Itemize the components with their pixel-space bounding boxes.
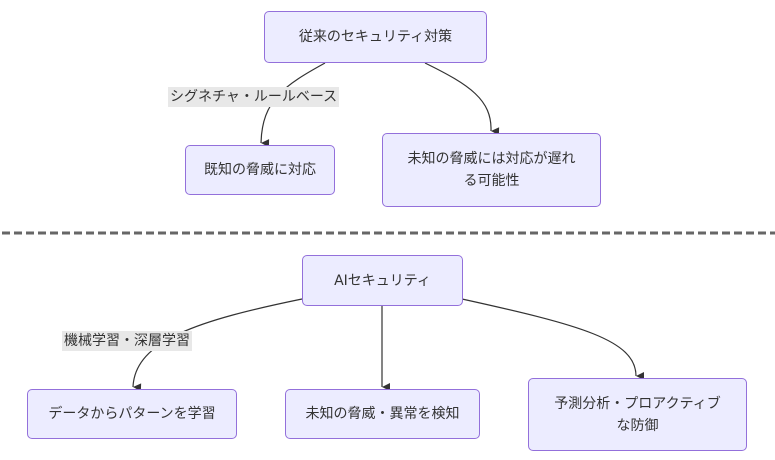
node-unknown-threats-delay-line2: る可能性 [463, 173, 520, 189]
node-proactive-defense-line1: 予測分析・プロアクティブ [554, 395, 721, 412]
edge-label-signature-rule: シグネチャ・ルールベース [168, 87, 340, 107]
node-detect-anomalies-label: 未知の脅威・異常を検知 [305, 406, 460, 422]
node-traditional-security-label: 従来のセキュリティ対策 [298, 29, 453, 45]
node-ai-security: AIセキュリティ [302, 255, 463, 306]
node-unknown-threats-delay-line1: 未知の脅威には対応が遅れ [407, 151, 576, 167]
edge-root-to-unknown [424, 62, 500, 136]
node-ai-security-label: AIセキュリティ [334, 272, 431, 289]
node-unknown-threats-delay: 未知の脅威には対応が遅れ る可能性 [382, 133, 601, 207]
node-proactive-defense: 予測分析・プロアクティブ な防御 [528, 378, 747, 451]
node-proactive-defense-line2: な防御 [616, 417, 659, 434]
node-known-threats-label: 既知の脅威に対応 [204, 162, 316, 178]
edge-label-machine-learning: 機械学習・深層学習 [62, 331, 192, 351]
node-traditional-security: 従来のセキュリティ対策 [264, 11, 487, 63]
node-known-threats: 既知の脅威に対応 [185, 145, 335, 195]
node-detect-anomalies: 未知の脅威・異常を検知 [285, 389, 480, 439]
edge-ai-to-predict [461, 298, 645, 380]
node-learn-patterns-label: データからパターンを学習 [48, 406, 216, 422]
node-learn-patterns: データからパターンを学習 [27, 389, 237, 439]
